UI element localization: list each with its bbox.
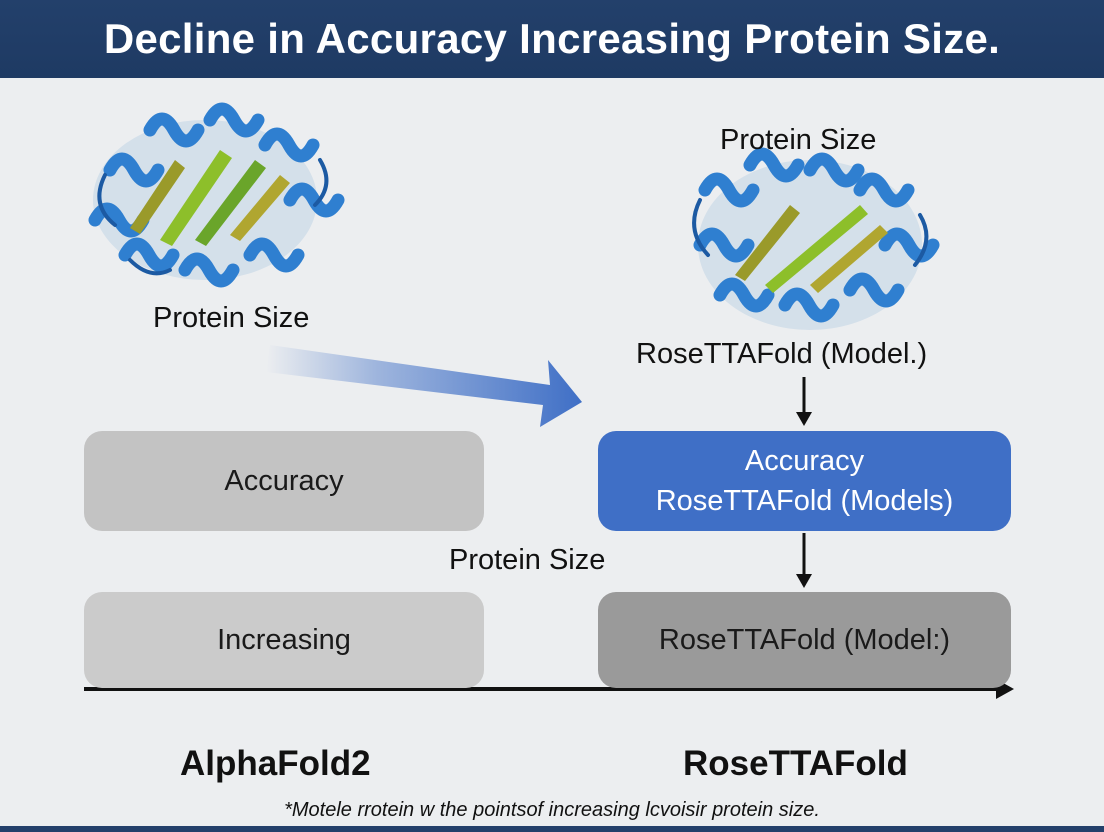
diagonal-arrow	[266, 345, 582, 427]
arrow-down-1	[796, 377, 812, 426]
right-model-text: RoseTTAFold (Model:)	[658, 624, 951, 656]
page-title: Decline in Accuracy Increasing Protein S…	[0, 0, 1104, 78]
right-model-label: RoseTTAFold (Model.)	[636, 338, 928, 370]
footer-band	[0, 826, 1104, 832]
protein-structure-right	[692, 147, 940, 330]
right-accuracy-box: Accuracy RoseTTAFold (Models)	[598, 431, 1011, 531]
protein-structure-left	[88, 102, 345, 288]
left-protein-label: Protein Size	[153, 302, 310, 334]
left-accuracy-text: Accuracy	[224, 465, 344, 497]
left-increasing-box: Increasing	[84, 592, 484, 688]
alphafold2-column-title: AlphaFold2	[180, 744, 371, 783]
arrow-down-2	[796, 533, 812, 588]
rosettafold-column-title: RoseTTAFold	[683, 744, 908, 783]
right-model-box: RoseTTAFold (Model:)	[598, 592, 1011, 688]
left-increasing-text: Increasing	[217, 624, 351, 656]
page-title-text: Decline in Accuracy Increasing Protein S…	[103, 15, 1001, 62]
middle-protein-label: Protein Size	[449, 544, 606, 576]
right-accuracy-line1: Accuracy	[744, 445, 865, 477]
right-accuracy-line2: RoseTTAFold (Models)	[655, 485, 954, 517]
right-protein-label: Protein Size	[720, 124, 877, 156]
left-accuracy-box: Accuracy	[84, 431, 484, 531]
footnote: *Motele rrotein w the pointsof increasin…	[284, 799, 820, 821]
